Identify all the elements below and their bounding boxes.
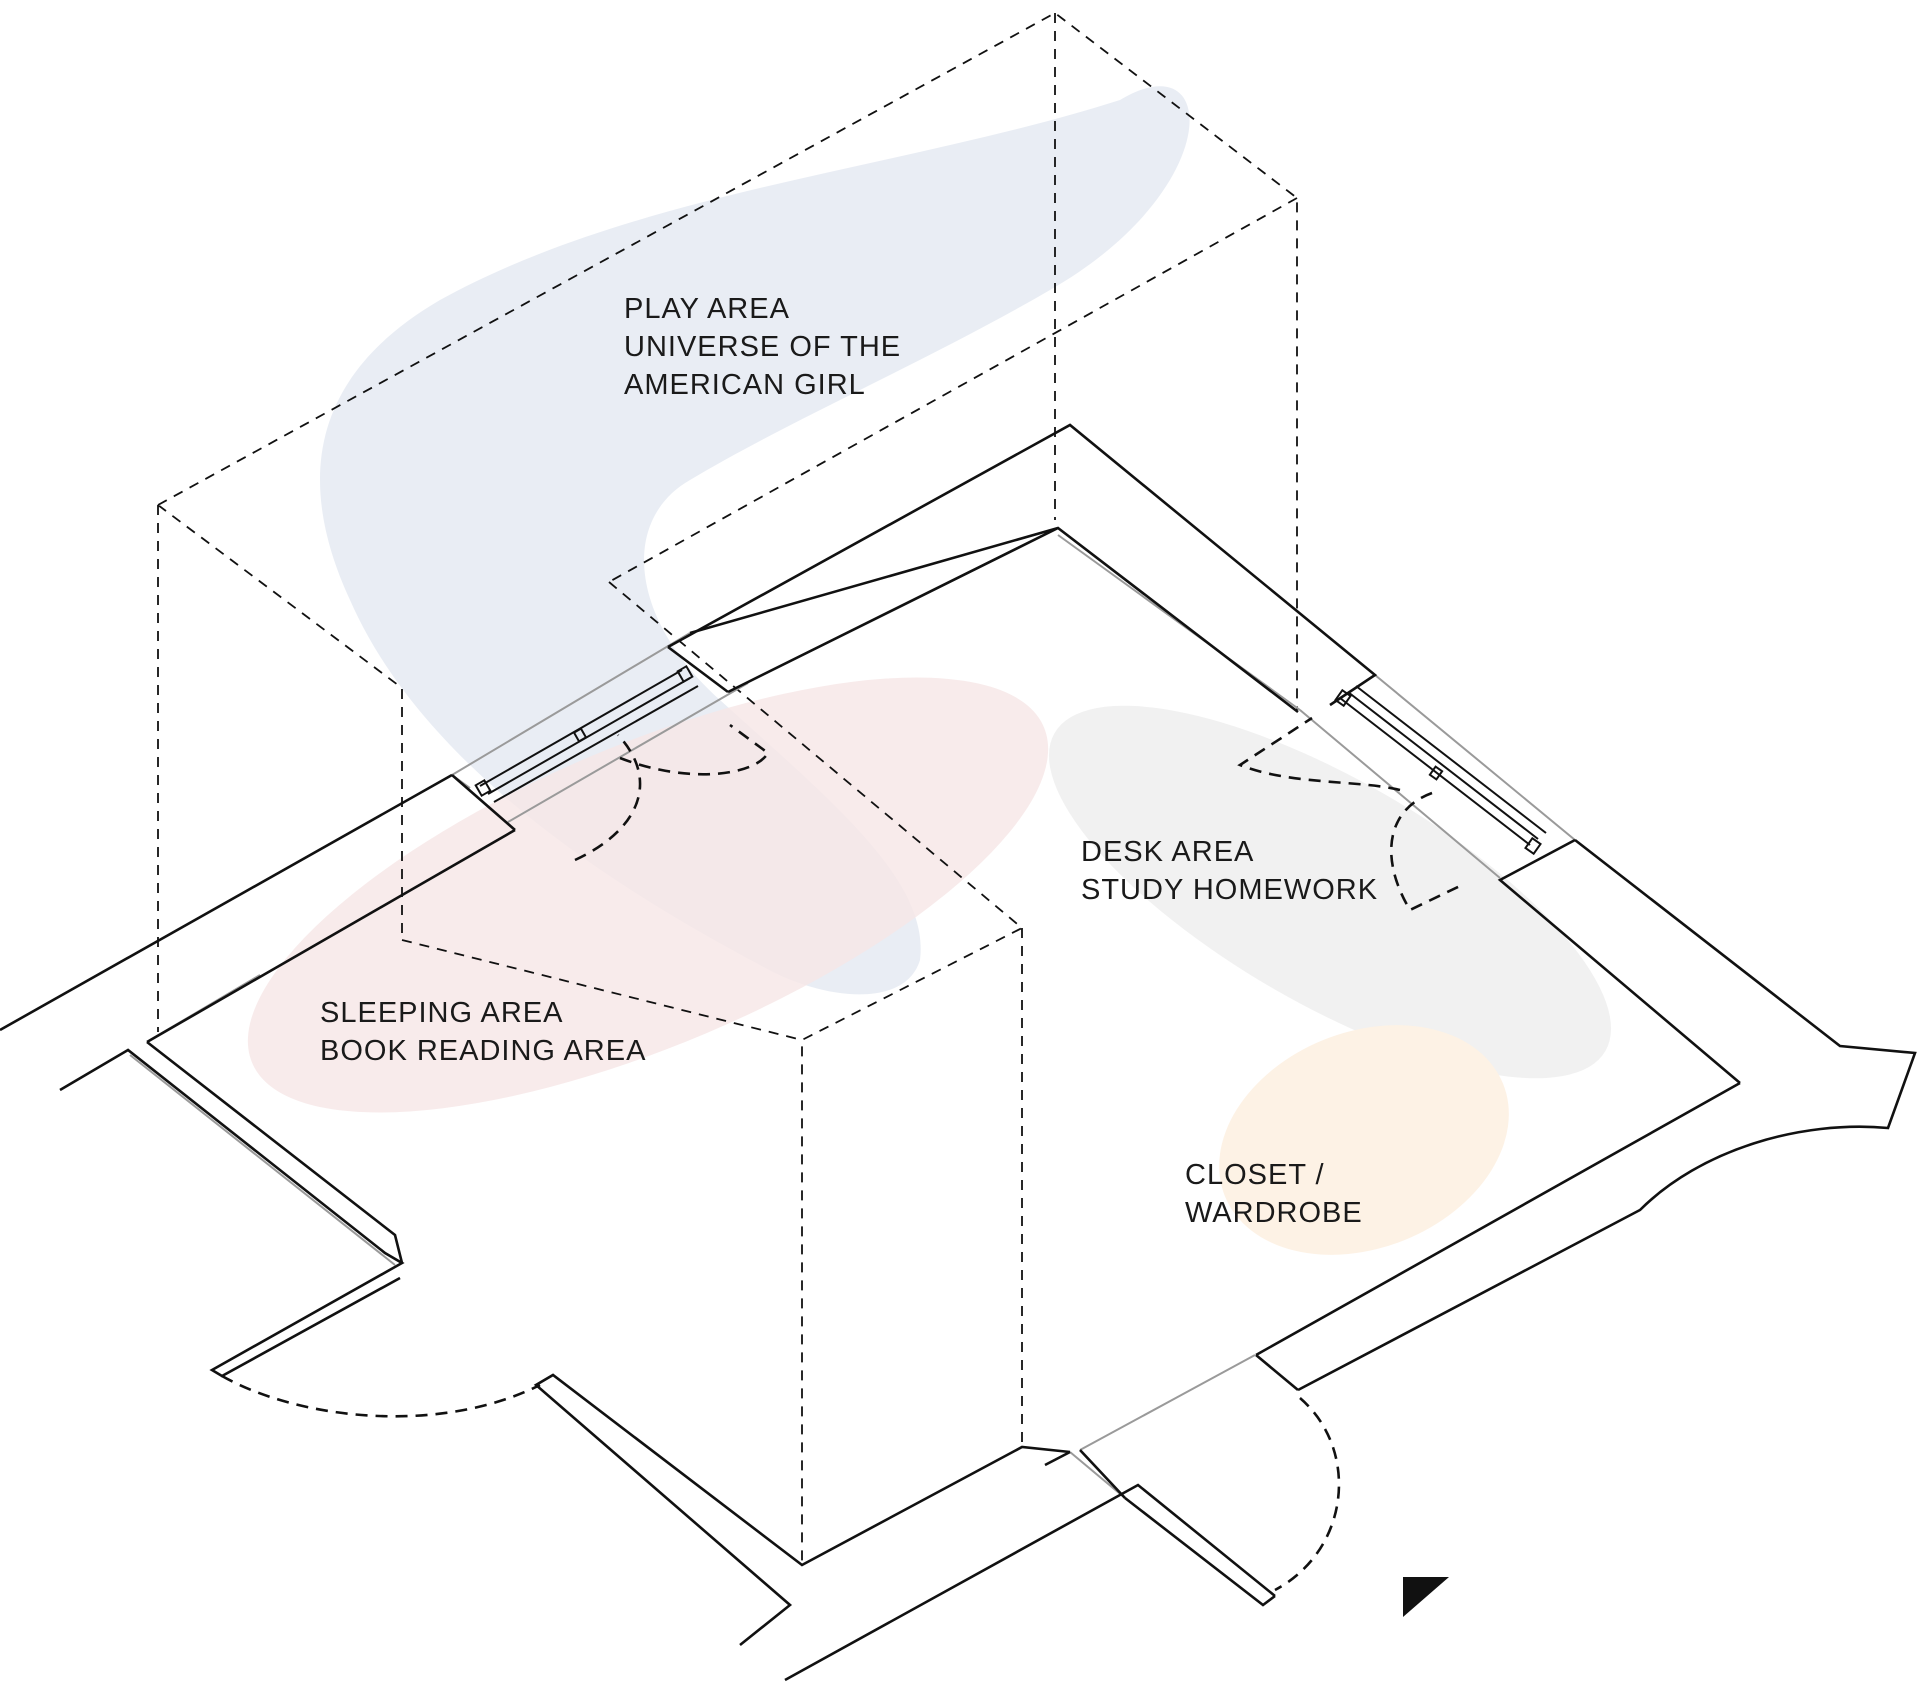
play-area-label-line-2: UNIVERSE OF THE bbox=[624, 331, 901, 363]
door-swing-right-b bbox=[1390, 791, 1463, 912]
desk-area-label: DESK AREA STUDY HOMEWORK bbox=[1081, 836, 1378, 906]
north-arrow-triangle-icon bbox=[1403, 1577, 1449, 1617]
wall-upper-left-inner bbox=[146, 828, 516, 1044]
closet-label-line-2: WARDROBE bbox=[1185, 1197, 1363, 1229]
closet-label: CLOSET / WARDROBE bbox=[1185, 1159, 1363, 1229]
door-swing-upper-right bbox=[619, 723, 770, 776]
sleeping-area-label-line-2: BOOK READING AREA bbox=[320, 1035, 646, 1067]
play-area-label: PLAY AREA UNIVERSE OF THE AMERICAN GIRL bbox=[624, 293, 910, 401]
sill-line-upper-right bbox=[1299, 674, 1576, 879]
volume-inner-edges bbox=[401, 581, 1024, 1565]
window-right bbox=[1334, 685, 1547, 856]
desk-area-label-line-2: STUDY HOMEWORK bbox=[1081, 874, 1378, 906]
walls bbox=[0, 423, 1917, 1682]
desk-area-label-line-1: DESK AREA bbox=[1081, 836, 1254, 868]
wall-bottom-step-b bbox=[1044, 1450, 1071, 1467]
sleeping-area-zone bbox=[247, 677, 1049, 1113]
wall-lower-right bbox=[1255, 1354, 1299, 1391]
sleeping-area-label: SLEEPING AREA BOOK READING AREA bbox=[320, 997, 646, 1067]
wall-bottom-door-jamb bbox=[1079, 1449, 1126, 1499]
wall-left-inner bbox=[146, 1040, 404, 1264]
sill-line-right-wall bbox=[1057, 534, 1301, 711]
closet-zone bbox=[1219, 1025, 1509, 1255]
wall-upper-right-outer bbox=[667, 423, 1378, 707]
play-area-label-line-3: AMERICAN GIRL bbox=[624, 369, 866, 401]
door-swings bbox=[221, 716, 1463, 1592]
projected-volume bbox=[157, 11, 1298, 1565]
wall-upper-jamb-right bbox=[667, 645, 729, 694]
zone-labels: PLAY AREA UNIVERSE OF THE AMERICAN GIRL … bbox=[320, 293, 1378, 1229]
door-swing-upper-left bbox=[574, 734, 642, 862]
volume-outer-edges bbox=[157, 11, 1298, 1032]
window-upper bbox=[474, 664, 699, 803]
wall-right-corridor bbox=[1297, 838, 1917, 1392]
wall-right-upper bbox=[1497, 838, 1741, 1084]
windows bbox=[474, 664, 1547, 856]
closet-label-line-1: CLOSET / bbox=[1185, 1159, 1325, 1191]
desk-area-zone bbox=[1048, 705, 1612, 1079]
wall-bottom-right bbox=[784, 1483, 1276, 1682]
door-swing-right-a bbox=[1237, 716, 1401, 792]
door-swing-left bbox=[221, 1374, 541, 1418]
play-area-label-line-1: PLAY AREA bbox=[624, 293, 790, 325]
sill-line-bottom bbox=[1069, 1354, 1256, 1499]
wall-bottom-step bbox=[533, 1373, 1071, 1647]
wall-right-room-edge bbox=[1255, 1081, 1741, 1357]
sleeping-area-label-line-1: SLEEPING AREA bbox=[320, 997, 563, 1029]
wall-upper-jamb-left bbox=[451, 774, 516, 831]
door-swing-bottom bbox=[1274, 1397, 1341, 1592]
play-area-zone bbox=[320, 86, 1190, 995]
wall-upper-right-inner bbox=[689, 526, 1299, 714]
wall-upper-left-outer bbox=[0, 773, 453, 1032]
activity-zones bbox=[247, 86, 1612, 1255]
